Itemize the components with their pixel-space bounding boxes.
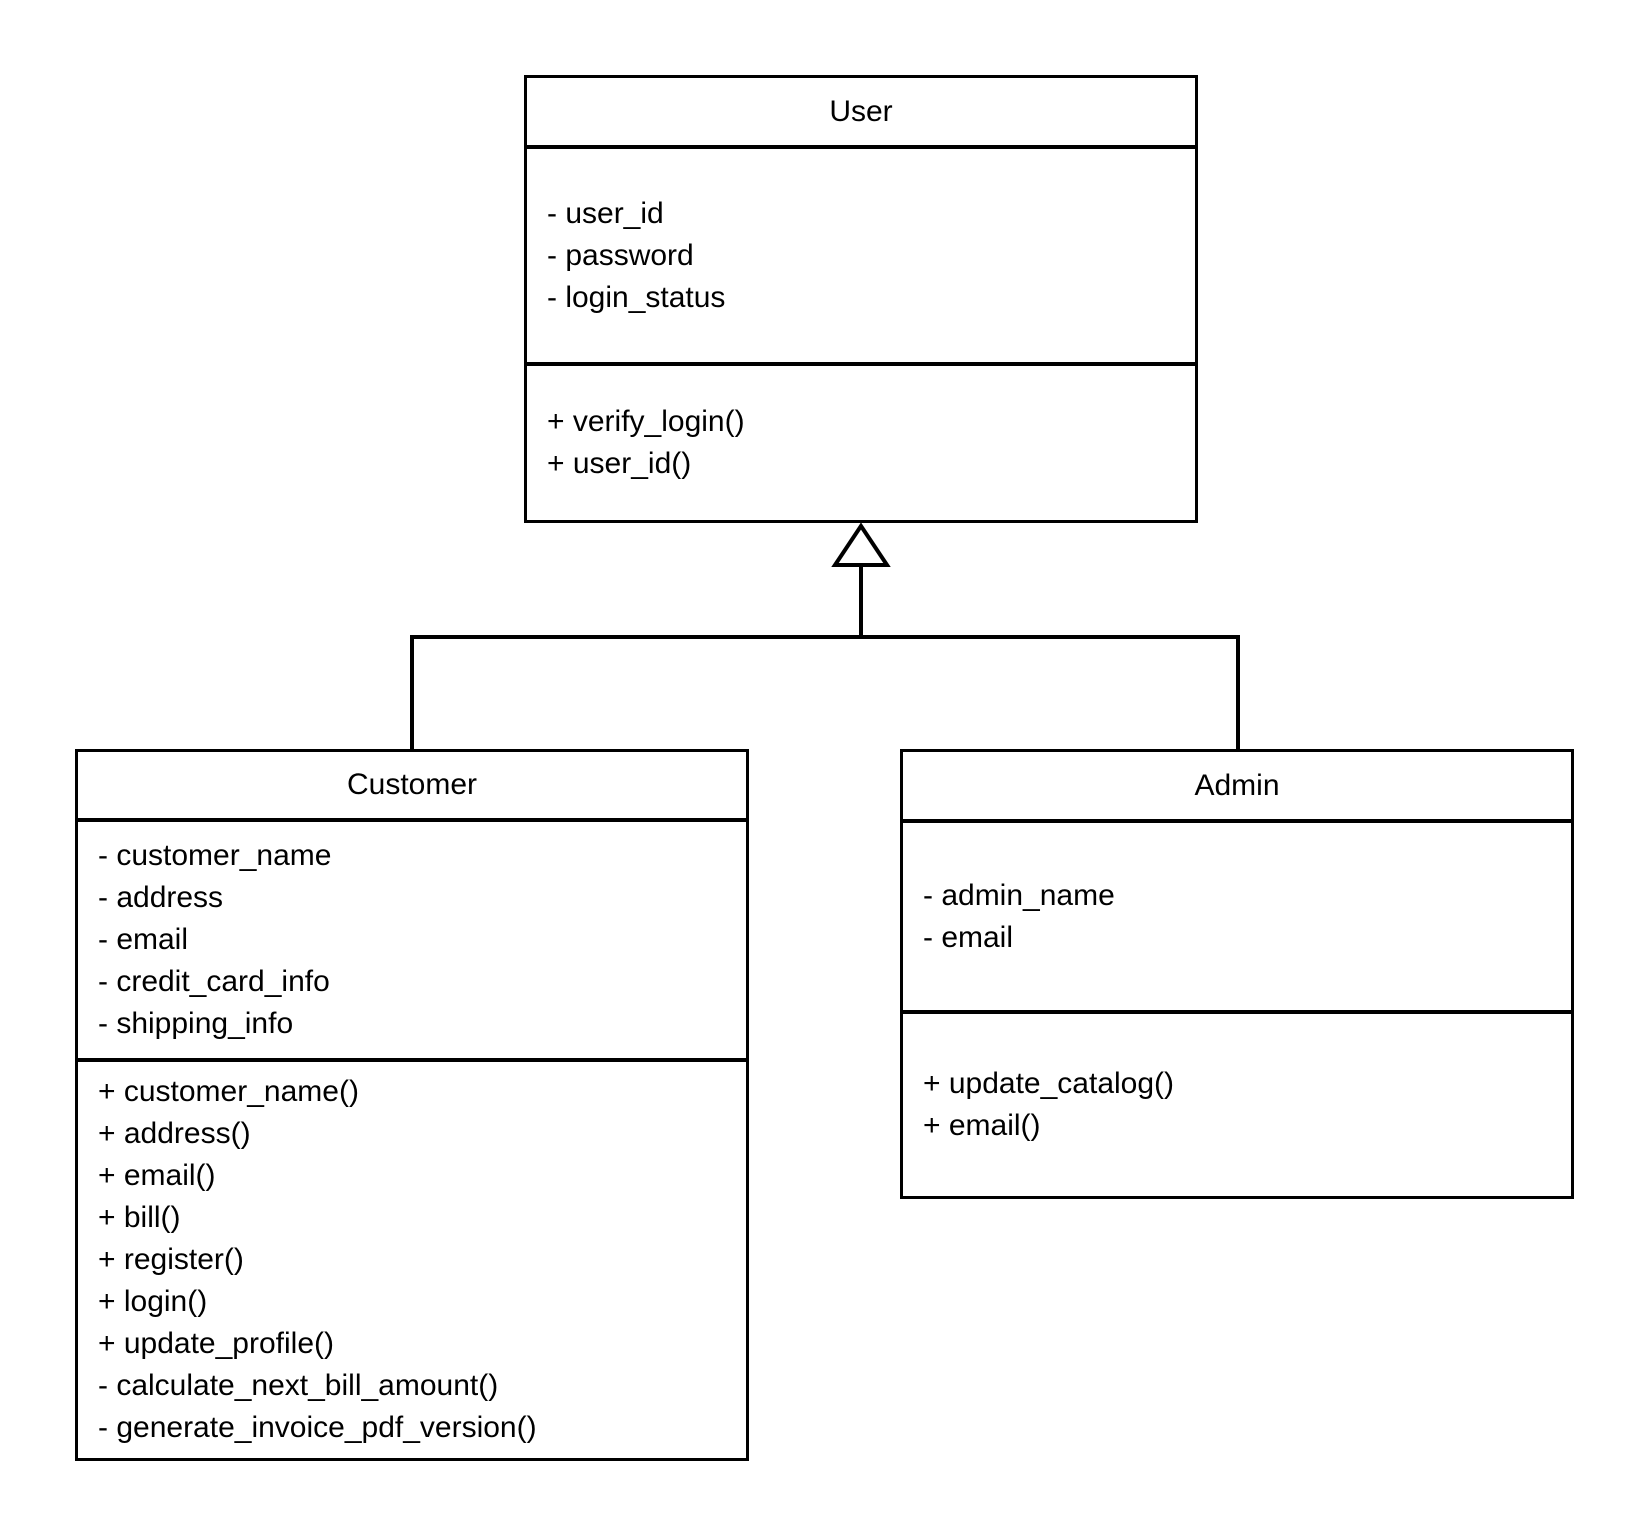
attribute-item: - customer_name xyxy=(98,839,332,872)
method-item: + login() xyxy=(98,1285,208,1318)
class-box-user: User - user_id - password - login_status +… xyxy=(524,75,1198,523)
connector-line-customer-to-user xyxy=(410,563,863,751)
method-item: + update_profile() xyxy=(98,1327,334,1360)
attributes-section: - customer_name - address - email - credit_… xyxy=(78,818,746,1058)
method-item: - generate_invoice_pdf_version() xyxy=(98,1411,537,1444)
class-title: Customer xyxy=(346,768,478,801)
attributes-section: - admin_name - email xyxy=(903,819,1571,1010)
attribute-item: - admin_name xyxy=(923,878,1115,912)
attribute-item: - email xyxy=(98,923,189,956)
method-item: + bill() xyxy=(98,1201,181,1234)
class-title: Admin xyxy=(1194,768,1280,802)
generalization-arrow-icon xyxy=(831,522,891,567)
method-item: + email() xyxy=(923,1109,1041,1142)
method-item: + customer_name() xyxy=(98,1075,359,1108)
attribute-item: - address xyxy=(98,881,224,914)
class-box-customer: Customer - customer_name - address - email… xyxy=(75,749,749,1461)
connector-line-admin-to-user xyxy=(861,635,1240,751)
method-item: + update_catalog() xyxy=(923,1067,1175,1100)
attribute-item: - shipping_info xyxy=(98,1007,294,1040)
class-title: User xyxy=(829,94,893,128)
method-item: + address() xyxy=(98,1117,251,1150)
attribute-item: - login_status xyxy=(547,280,726,314)
methods-section: + customer_name() + address() + email() + b… xyxy=(78,1058,746,1458)
method-item: + verify_login() xyxy=(547,405,745,438)
attributes-section: - user_id - password - login_status xyxy=(527,145,1195,362)
method-item: + email() xyxy=(98,1159,216,1192)
class-box-admin: Admin - admin_name - email + update_catal… xyxy=(900,749,1574,1199)
methods-section: + verify_login() + user_id() xyxy=(527,362,1195,520)
attribute-item: - email xyxy=(923,920,1014,954)
attribute-item: - credit_card_info xyxy=(98,965,330,998)
method-item: - calculate_next_bill_amount() xyxy=(98,1369,499,1402)
attribute-item: - password xyxy=(547,238,694,272)
method-item: + register() xyxy=(98,1243,244,1276)
methods-section: + update_catalog() + email() xyxy=(903,1010,1571,1196)
attribute-item: - user_id xyxy=(547,196,664,230)
method-item: + user_id() xyxy=(547,447,692,480)
